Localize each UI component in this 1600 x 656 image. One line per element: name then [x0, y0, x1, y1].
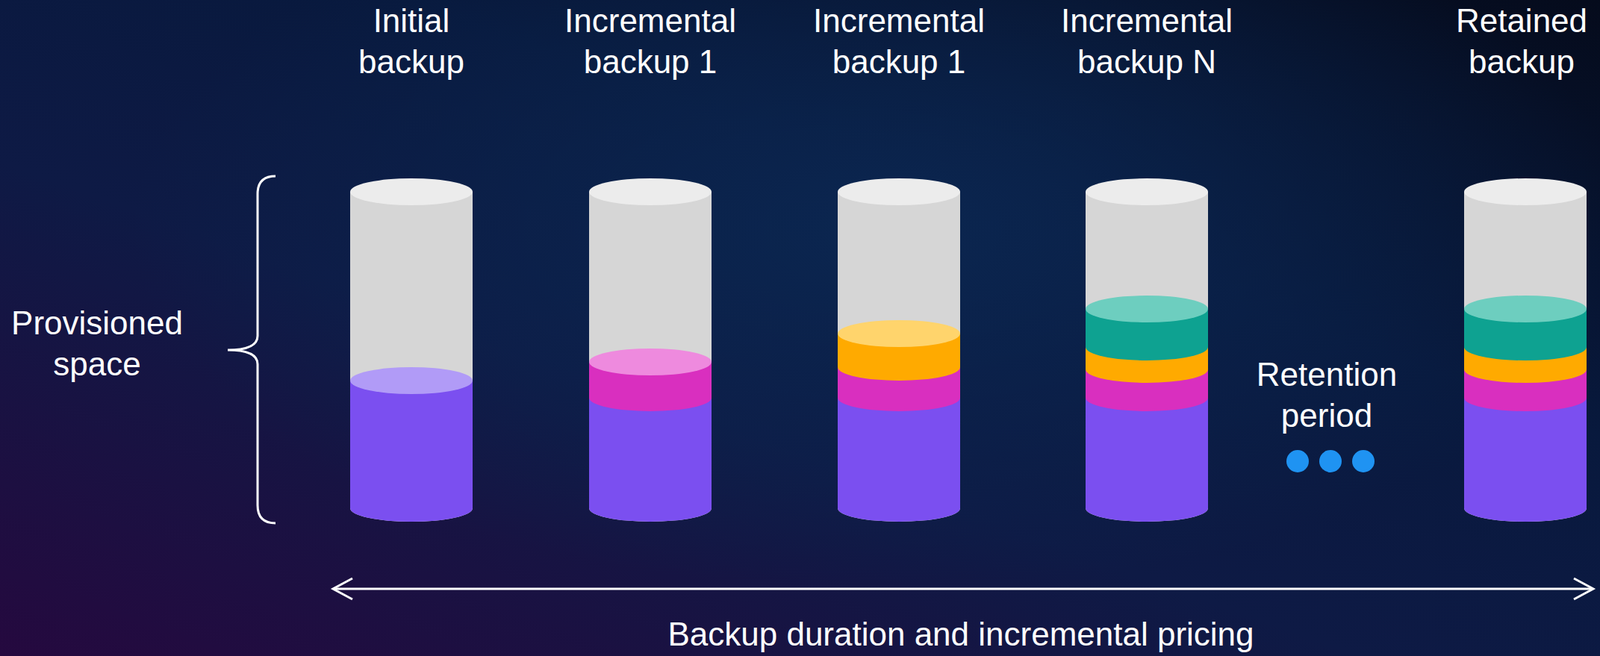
column-heading: Retained backup — [1443, 0, 1600, 83]
cylinder-top — [350, 178, 473, 206]
cylinder-body — [589, 191, 712, 522]
data-layer — [589, 397, 712, 522]
cylinder-body — [1464, 191, 1587, 522]
cylinder-top — [589, 178, 712, 206]
backup-cylinder: Retained backup — [1446, 0, 1600, 538]
cylinder-shape — [1446, 0, 1600, 538]
backup-cylinder: Incremental backup N — [1046, 0, 1248, 538]
cylinder-top — [1464, 178, 1587, 206]
layer-top — [837, 320, 961, 348]
data-layer — [350, 380, 473, 522]
bracket — [227, 176, 276, 524]
cylinder-shape — [1046, 0, 1248, 538]
arrowhead — [332, 578, 353, 600]
period-label: Retention period — [1222, 353, 1432, 437]
ellipsis-dot — [1319, 450, 1342, 473]
arrowhead — [1573, 578, 1594, 600]
caption: Backup duration and incremental pricing — [512, 616, 1409, 653]
data-layer — [1464, 397, 1587, 522]
cylinder-shape — [798, 0, 1000, 538]
cylinder-body — [350, 191, 473, 522]
timeline-arrow — [332, 588, 1594, 591]
layer-top — [589, 348, 712, 376]
cylinder-top — [1085, 178, 1209, 206]
layer-top — [350, 367, 473, 395]
data-layer — [837, 397, 961, 522]
data-layer — [1085, 397, 1209, 522]
cylinder-top — [837, 178, 961, 206]
column-heading: Initial backup — [336, 0, 487, 83]
ellipsis-dot — [1352, 450, 1375, 473]
column-heading: Incremental backup N — [1046, 0, 1248, 83]
column-heading: Incremental backup 1 — [798, 0, 1000, 83]
column-heading: Incremental backup 1 — [549, 0, 752, 83]
ellipsis-dot — [1286, 450, 1309, 473]
layer-top — [1085, 295, 1209, 323]
cylinder-shape — [549, 0, 752, 538]
cylinder-shape — [336, 0, 487, 538]
layer-top — [1464, 295, 1587, 323]
axis-label: Provisioned space — [3, 302, 191, 385]
backup-cylinder: Incremental backup 1 — [549, 0, 752, 538]
backup-cylinder: Incremental backup 1 — [798, 0, 1000, 538]
cylinder-body — [837, 191, 961, 522]
backup-cylinder: Initial backup — [336, 0, 487, 538]
cylinder-body — [1085, 191, 1209, 522]
